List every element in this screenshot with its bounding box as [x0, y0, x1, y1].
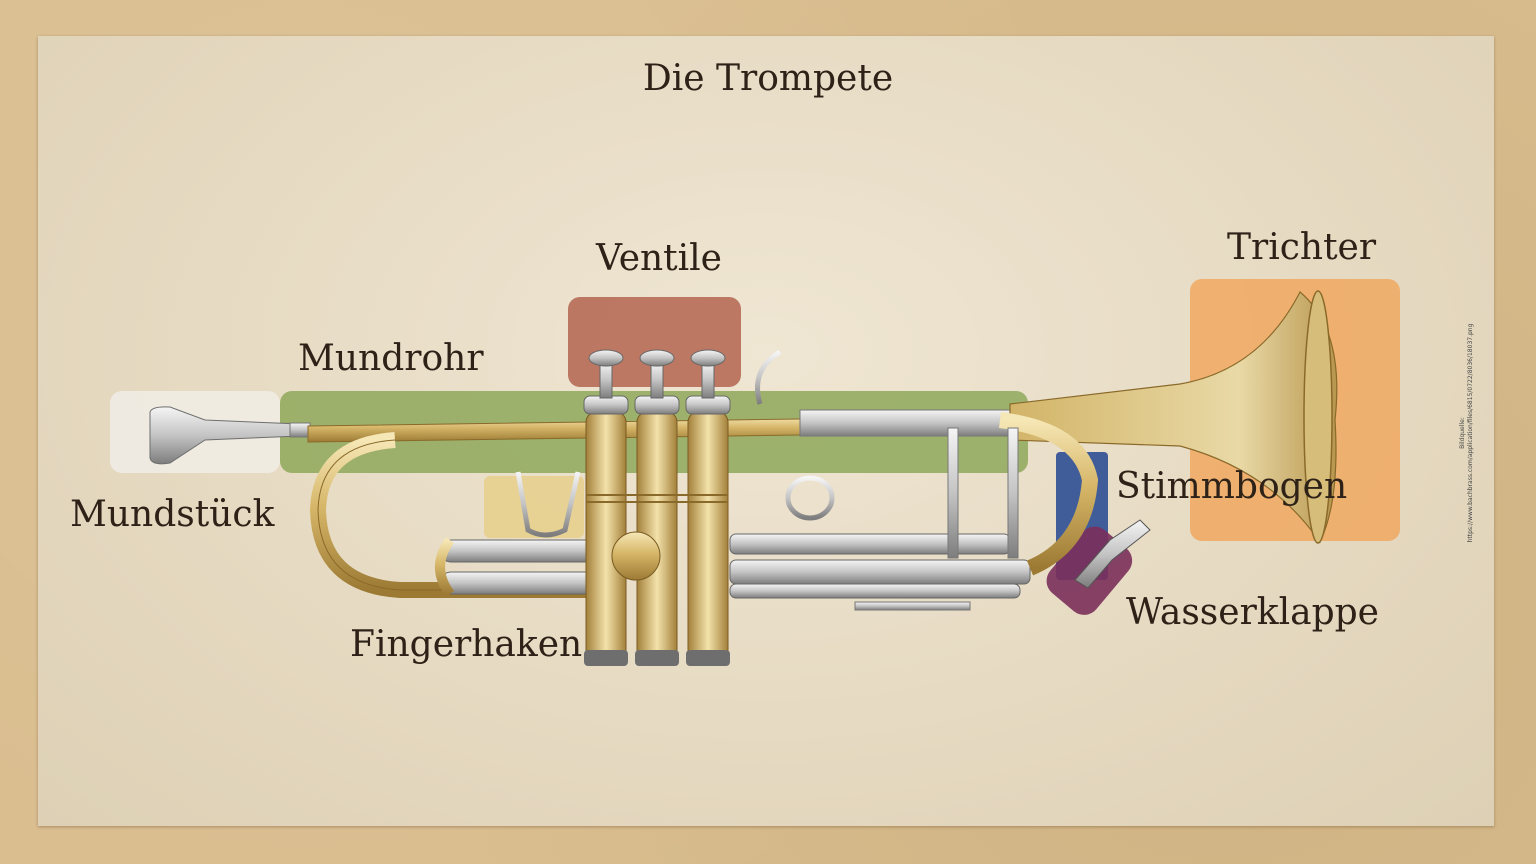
image-credit: Bildquelle:https://www.bachbrass.com/app…: [1457, 318, 1477, 548]
label-mundstueck: Mundstück: [70, 494, 275, 535]
mouthpiece-drawing: [149, 406, 311, 465]
label-fingerhaken: Fingerhaken: [350, 624, 583, 665]
label-ventile: Ventile: [596, 238, 722, 279]
label-wasserklappe: Wasserklappe: [1126, 592, 1379, 633]
credit-line-1: Bildquelle:: [1459, 417, 1466, 449]
label-trichter: Trichter: [1227, 227, 1377, 268]
label-stimmbogen: Stimmbogen: [1116, 466, 1348, 507]
valve-casings: [584, 411, 730, 666]
page-title: Die Trompete: [642, 58, 894, 99]
label-mundrohr: Mundrohr: [298, 338, 484, 379]
credit-line-2: https://www.bachbrass.com/application/fi…: [1467, 323, 1474, 543]
valve-buttons: [583, 349, 731, 415]
